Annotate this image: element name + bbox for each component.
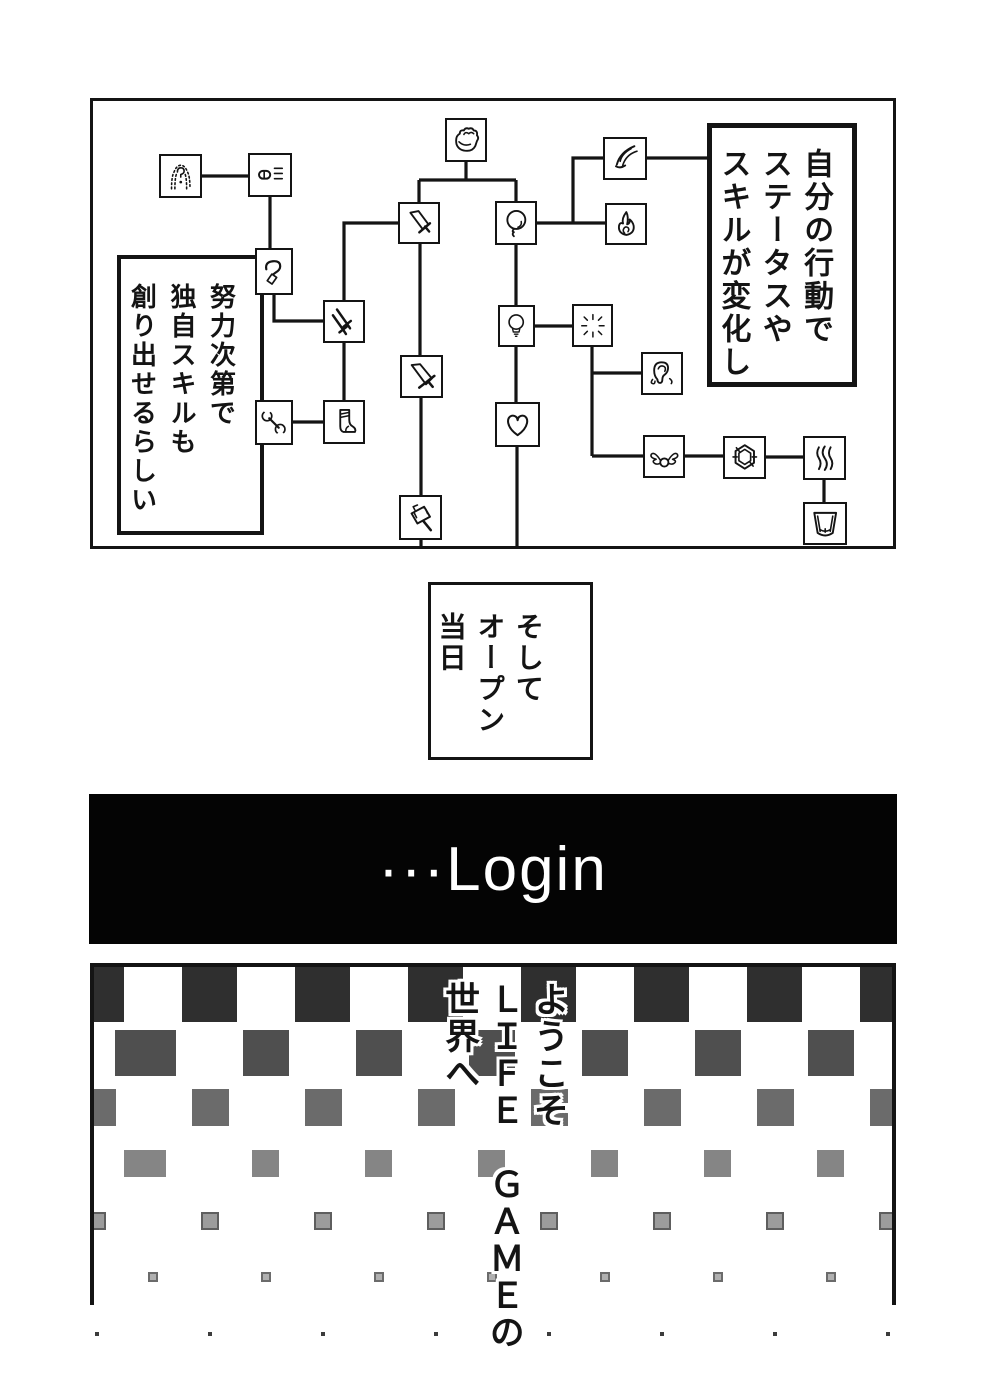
caption-col: 当日 (434, 612, 468, 674)
winged-orb-icon (649, 452, 679, 468)
id-card-icon (257, 167, 283, 180)
caption-col: ステータスや (756, 148, 792, 346)
caption-box-effort: 努力次第で 独自スキルも 創り出せるらしい (117, 255, 264, 535)
caption-col: スキルが変化し (715, 148, 751, 379)
blade-icon (410, 362, 436, 389)
gem-icon (731, 443, 758, 470)
checker-row-6 (90, 1272, 896, 1282)
caption-col: オープン (473, 612, 507, 736)
comet-icon (614, 144, 638, 169)
panel-border (90, 963, 896, 967)
skill-node-voice-balloon (495, 201, 537, 245)
login-banner: ···Login (89, 794, 897, 944)
flash-icon (580, 313, 605, 338)
skill-node-gem (723, 436, 766, 479)
boot-icon (338, 408, 357, 433)
skill-node-ear (641, 352, 683, 395)
flame-icon (617, 210, 635, 236)
skill-tree-panel: 自分の行動で ステータスや スキルが変化し 努力次第で 独自スキルも 創り出せる… (90, 98, 896, 549)
caption-col: 努力次第で (205, 283, 236, 428)
welcome-panel: ようこそ ＬＩＦＥ ＧＡＭＥの 世界へ (90, 963, 896, 1400)
skill-node-light-bulb (498, 305, 535, 347)
login-label: ···Login (378, 834, 608, 904)
dual-swords-icon (331, 308, 352, 335)
skill-node-wrench (255, 400, 293, 445)
checker-row-4 (90, 1150, 896, 1177)
hooded-stranger-icon (170, 164, 191, 190)
panel-border (892, 963, 896, 1305)
skill-node-flash (572, 304, 613, 347)
fist-icon (454, 127, 479, 152)
skill-node-winged-orb (643, 435, 685, 478)
skill-node-steam (803, 436, 846, 480)
caption-col: そして (511, 612, 545, 705)
welcome-col: ＬＩＦＥ ＧＡＭＥの (483, 981, 524, 1351)
skill-node-sword (398, 202, 440, 244)
skill-node-fist (445, 118, 487, 162)
hammer-icon (410, 504, 432, 532)
checker-row-5 (90, 1212, 896, 1230)
caption-col: 自分の行動で (798, 148, 834, 346)
sword-icon (409, 209, 431, 234)
skill-node-dual-swords (323, 300, 365, 343)
welcome-col: 世界へ (439, 981, 480, 1092)
panel-border (90, 963, 94, 1305)
skill-node-hook (255, 248, 293, 295)
caption-box-status: 自分の行動で ステータスや スキルが変化し (707, 123, 857, 387)
open-day-caption-panel: そして オープン 当日 (428, 582, 593, 760)
wrench-icon (261, 407, 287, 438)
skill-node-goblet (803, 502, 847, 545)
skill-node-hooded-stranger (159, 154, 202, 198)
skill-node-blade (400, 355, 443, 398)
steam-icon (815, 445, 834, 471)
caption-col: 創り出せるらしい (126, 283, 157, 515)
checker-row-7 (90, 1332, 896, 1336)
checker-row-2 (90, 1030, 896, 1076)
hook-icon (265, 260, 282, 285)
checker-row-1 (90, 967, 896, 1022)
ear-icon (650, 361, 673, 385)
skill-node-id-card (248, 153, 292, 197)
skill-node-comet (603, 137, 647, 180)
welcome-text: ようこそ ＬＩＦＥ ＧＡＭＥの 世界へ (430, 981, 570, 1381)
skill-node-boot (323, 400, 365, 444)
skill-node-heart (495, 402, 540, 447)
skill-node-flame (605, 203, 647, 245)
voice-balloon-icon (506, 209, 526, 238)
skill-tree-connectors (202, 156, 826, 546)
light-bulb-icon (508, 313, 525, 337)
heart-icon (506, 414, 529, 437)
goblet-icon (813, 511, 837, 537)
skill-node-hammer (399, 495, 442, 540)
checker-row-3 (90, 1089, 896, 1126)
welcome-col: ようこそ (528, 981, 568, 1129)
caption-col: 独自スキルも (166, 283, 197, 457)
